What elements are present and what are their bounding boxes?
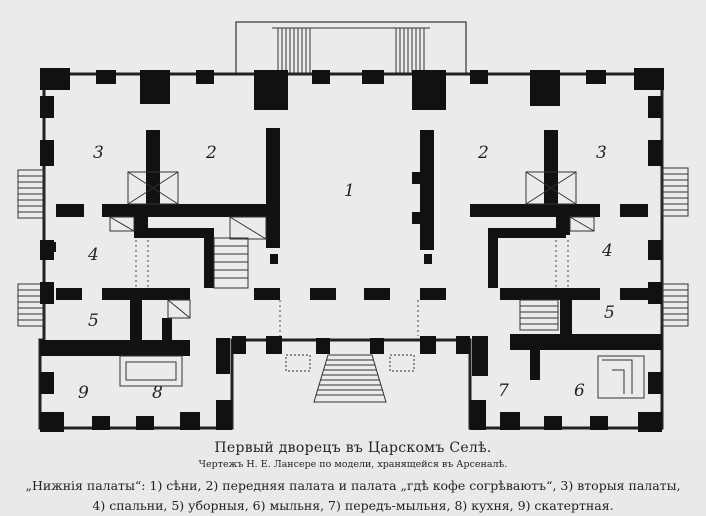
room-numbers: 3 2 1 2 3 4 4 5 5 9 8 7 6 [78, 143, 615, 403]
side-stairs [17, 167, 689, 327]
room-number-5-left: 5 [88, 311, 99, 331]
room-number-3-right: 3 [596, 143, 607, 163]
stoves [109, 171, 645, 399]
floor-plan: 3 2 1 2 3 4 4 5 5 9 8 7 6 [17, 21, 689, 432]
room-number-2-left: 2 [205, 143, 217, 163]
room-number-6: 6 [574, 381, 585, 401]
figure-title: Первый дворецъ въ Царскомъ Селѣ. [214, 440, 492, 456]
front-staircase [285, 354, 415, 403]
figure-subtitle: Чертежъ Н. Е. Лансере по модели, храняще… [198, 459, 508, 470]
room-number-7: 7 [498, 381, 509, 401]
room-number-2-right: 2 [477, 143, 489, 163]
room-number-4-right: 4 [601, 241, 613, 261]
room-number-1: 1 [344, 181, 355, 201]
legend-line-2: 4) спальни, 5) уборныя, 6) мыльня, 7) пе… [92, 498, 614, 513]
room-number-9: 9 [78, 383, 89, 403]
legend-line-1: „Нижнія палаты“: 1) сѣни, 2) передняя па… [25, 478, 681, 493]
room-number-4-left: 4 [87, 245, 99, 265]
figure-legend: „Нижнія палаты“: 1) сѣни, 2) передняя па… [0, 476, 706, 516]
room-number-5-right: 5 [604, 303, 615, 323]
room-number-8: 8 [152, 383, 163, 403]
room-number-3-left: 3 [93, 143, 104, 163]
dotted-lines [135, 240, 569, 336]
